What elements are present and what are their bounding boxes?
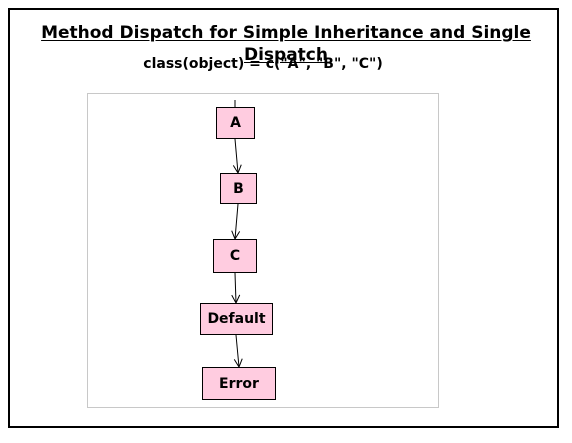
error-node: Error [202, 367, 276, 400]
class-node-b: B [220, 173, 257, 204]
diagram-title: Method Dispatch for Simple Inheritance a… [0, 22, 572, 66]
default-method-node: Default [200, 303, 273, 335]
diagram-title-text: Method Dispatch for Simple Inheritance a… [41, 23, 531, 65]
class-node-c: C [213, 239, 257, 273]
flowchart-canvas [87, 93, 439, 408]
diagram-subtitle: class(object) = c("A", "B", "C") [143, 56, 383, 72]
class-node-a: A [216, 107, 255, 139]
